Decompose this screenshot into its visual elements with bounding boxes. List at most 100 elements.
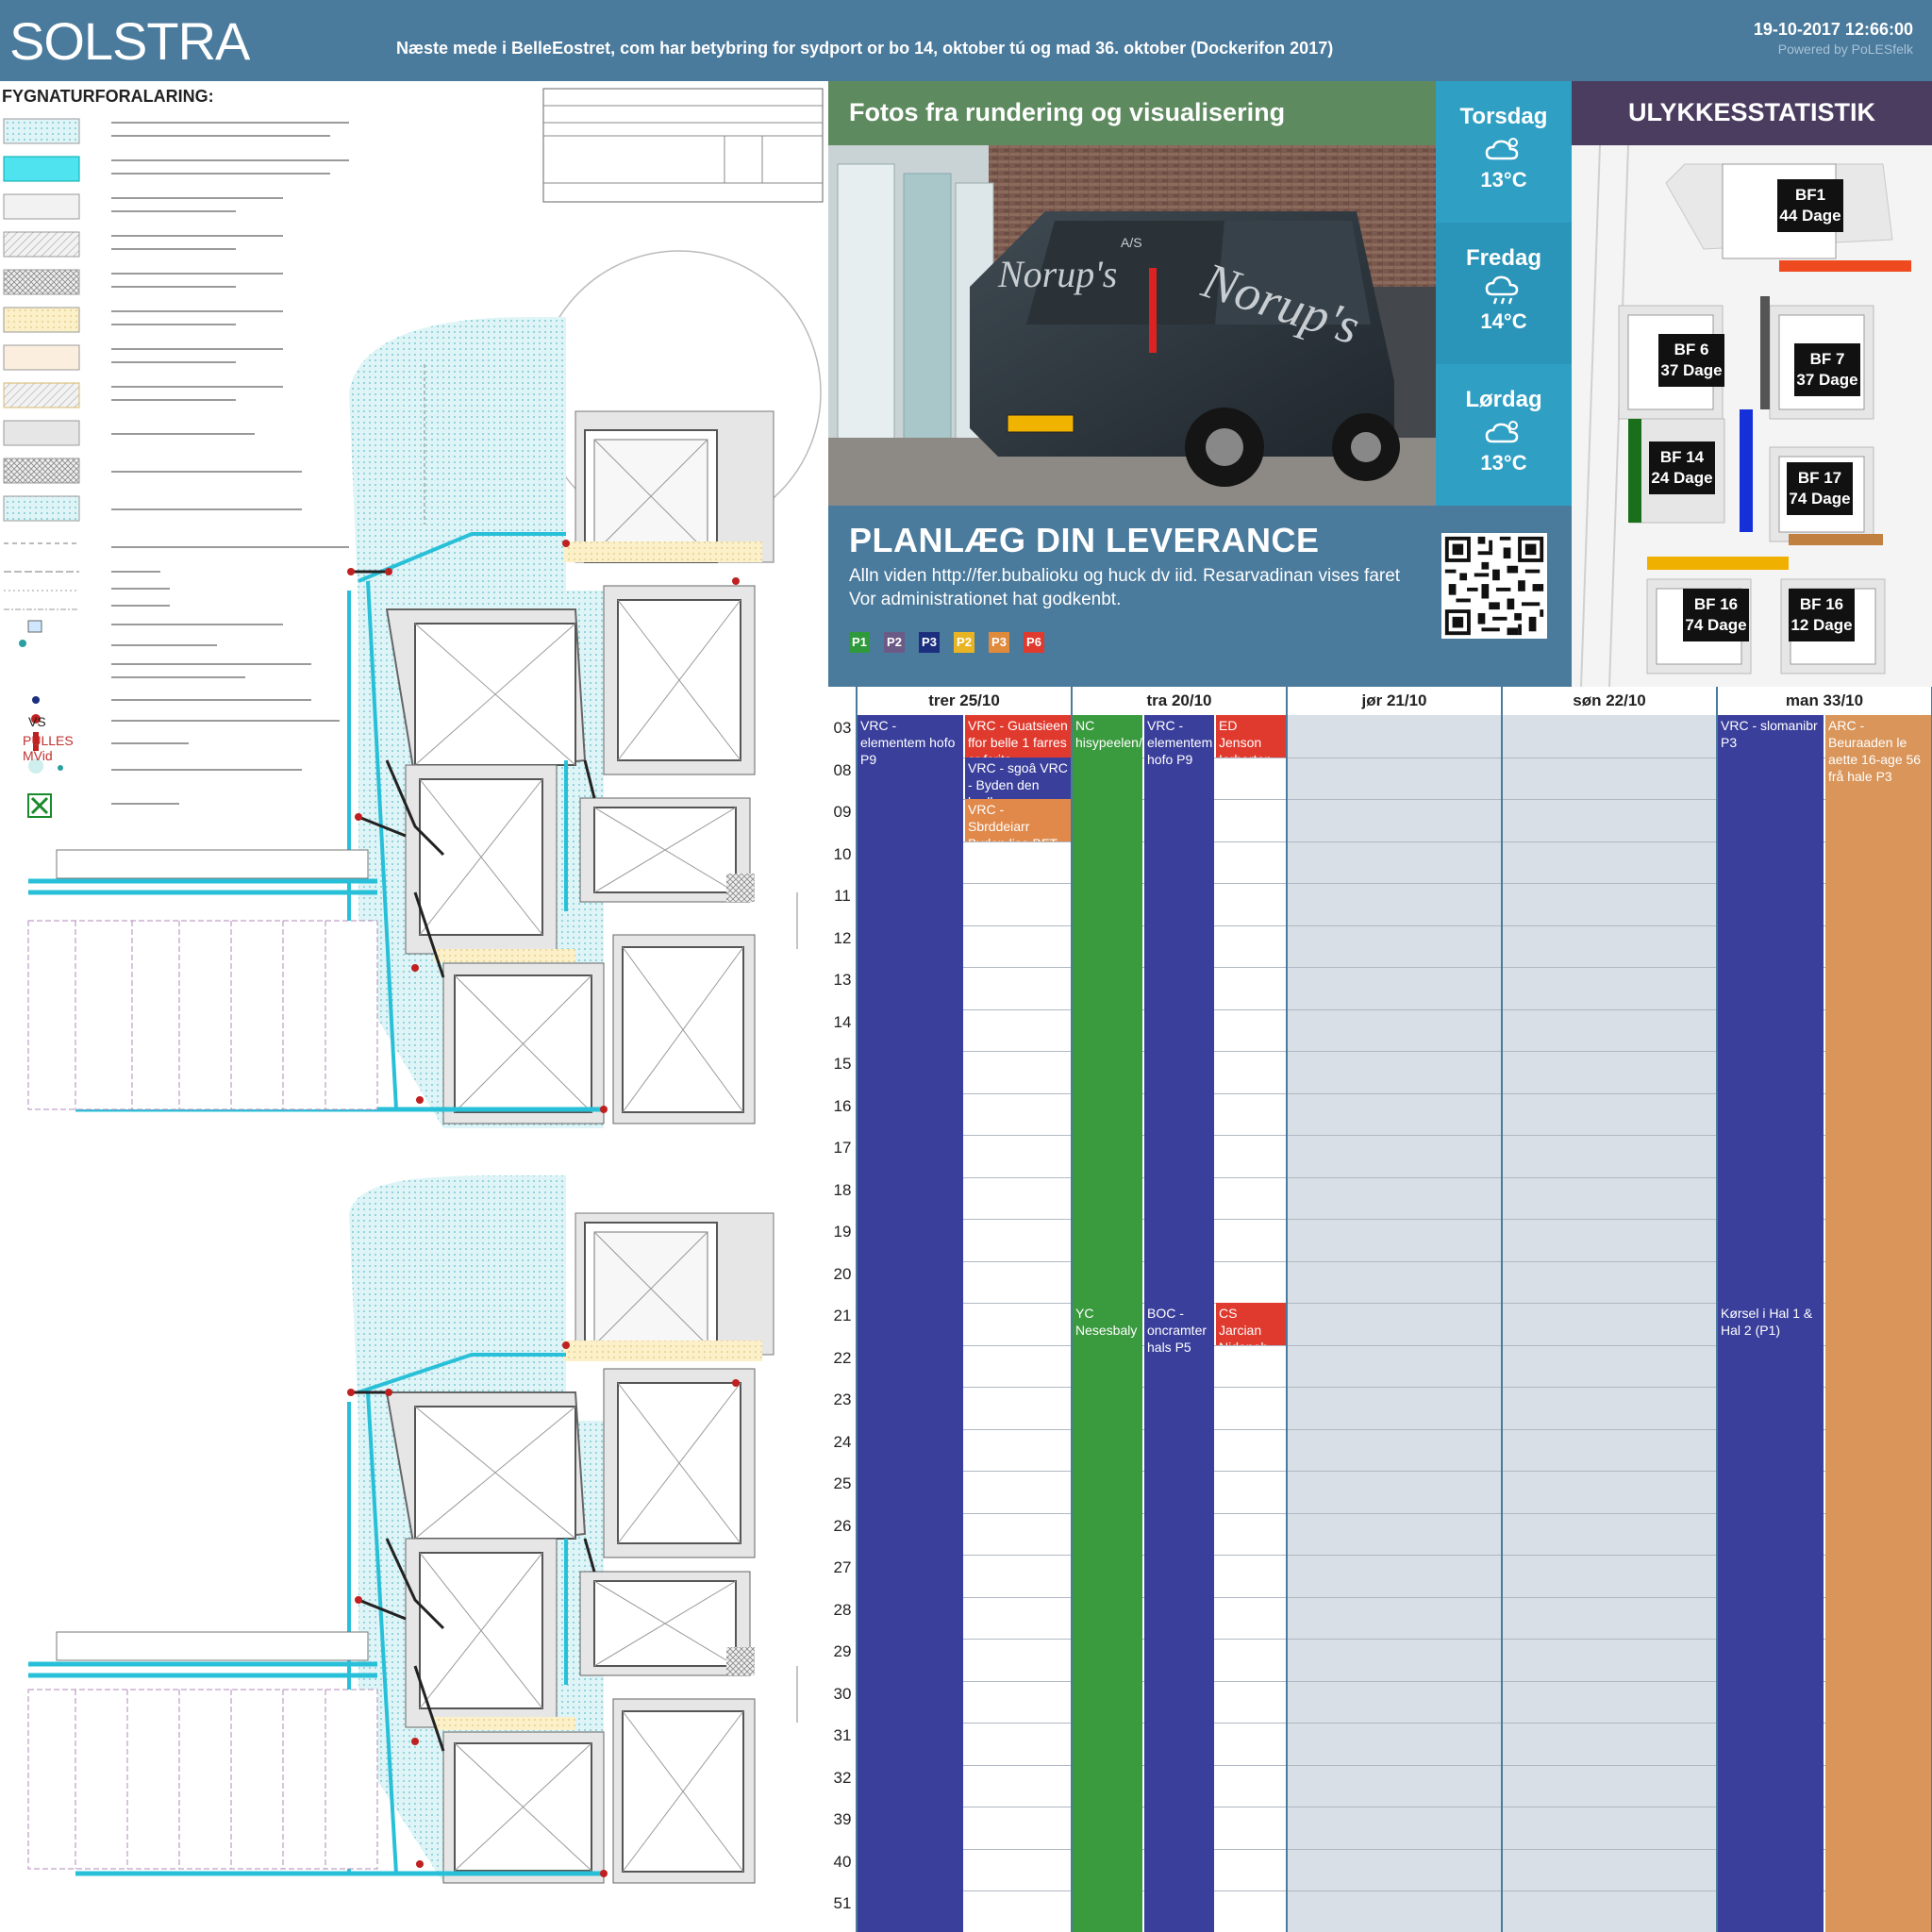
news-ticker: Næste mede i BelleEostret, com har betyb… [396,39,1334,58]
calendar-hour-label: 17 [833,1139,852,1157]
zone-chip: P3 [989,632,1009,653]
calendar-gridline [857,924,1932,926]
zone-chip: P2 [884,632,905,653]
calendar-event[interactable]: NC hisypeelen/ [1073,715,1142,1303]
calendar-day-header: tra 20/10 [1146,691,1212,709]
calendar-event[interactable]: ED Jenson Ierhorton [1216,715,1286,758]
zone-chip: P2 [954,632,974,653]
weather-day-name: Torsdag [1459,104,1548,129]
legend-label-vs: VS [28,714,46,729]
calendar-hour-label: 13 [833,971,852,989]
block-days: 37 Dage [1660,361,1723,379]
zone-chip: P6 [1024,632,1044,653]
calendar-gridline [857,1303,1932,1304]
qr-code[interactable] [1441,530,1547,641]
weather-day-1: Torsdag 13°C [1436,81,1572,223]
accident-stats-map: BF1 44 Dage BF 6 37 Dage BF 7 37 Dage BF… [1572,145,1932,687]
site-plan-upper [27,250,822,1128]
calendar-gridline [857,1723,1932,1724]
app-logo: SOLSTRA [9,11,250,71]
calendar-hour-label: 14 [833,1012,852,1031]
calendar-column-divider [1286,687,1288,1932]
calendar-hour-label: 11 [834,887,851,905]
weather-temp: 13°C [1480,451,1527,475]
calendar-event[interactable]: VRC - Guatsieen ffor belle 1 farres er f… [965,715,1071,758]
weather-temp: 14°C [1480,309,1527,333]
calendar-event[interactable]: VRC - Sbrddeiarr Byden lise BFT - BFT3 [965,799,1071,841]
calendar-hour-label: 19 [833,1223,852,1241]
calendar-hour-label: 20 [833,1264,852,1283]
accident-block-bf7: BF 7 37 Dage [1794,343,1860,396]
calendar-hour-label: 29 [833,1642,852,1660]
calendar-day-column[interactable] [1502,715,1717,1932]
calendar-event[interactable]: YC Nesesbaly [1073,1303,1142,1932]
accident-stats-site-map [1572,145,1932,687]
calendar-gridline [857,1219,1932,1220]
zone-chip: P1 [849,632,870,653]
calendar-hour-label: 23 [833,1391,852,1408]
calendar-day-header: jør 21/10 [1361,691,1427,709]
photo-panel-title: Fotos fra rundering og visualisering [828,81,1436,145]
calendar-hour-label: 51 [833,1894,852,1912]
accident-block-bf16-b: BF 16 12 Dage [1789,589,1855,641]
site-plan-drawing [3,88,824,1884]
calendar-gridline [857,1890,1932,1891]
calendar-hour-label: 26 [833,1516,852,1535]
calendar-hour-label: 18 [833,1180,852,1199]
van-brand-suffix: A/S [1121,235,1142,250]
calendar-gridline [857,967,1932,968]
calendar-gridline [857,1471,1932,1472]
calendar-event[interactable]: CS Jarcian Nidoneh [1216,1303,1286,1345]
calendar-event[interactable]: VRC - sgoâ VRC - Byden den budborren [965,757,1071,799]
calendar-day-column[interactable] [1287,715,1502,1932]
calendar-event[interactable]: VRC - slomanibr P3 [1718,715,1824,1303]
weather-day-2: Fredag 14°C [1436,223,1572,364]
van-brand-text: Norup's [997,253,1117,295]
calendar-gridline [857,1135,1932,1136]
calendar-day-header: man 33/10 [1785,691,1864,709]
calendar-column-divider [856,687,858,1932]
block-days: 44 Dage [1779,207,1841,225]
powered-by-label: Powered by PoLESfelk [1777,42,1913,57]
calendar-gridline [857,1260,1932,1262]
calendar-gridline [857,1344,1932,1346]
delivery-planning-card: PLANLÆG DIN LEVERANCE Alln viden http://… [828,506,1572,687]
calendar-gridline [857,1512,1932,1514]
calendar-gridline [857,841,1932,842]
calendar-hour-label: 25 [833,1474,852,1492]
site-plan-panel: FYGNATURFORALARING: VS PULLES MVid [0,81,828,1932]
calendar-hour-label: 24 [833,1432,852,1451]
calendar-gridline [857,1387,1932,1388]
legend-label-mvid: MVid [23,748,53,763]
block-days: 74 Dage [1789,490,1851,508]
calendar-hour-label: 08 [833,760,852,779]
calendar-hour-label: 09 [833,803,852,821]
calendar-gridline [857,799,1932,800]
weather-temp: 13°C [1480,168,1527,192]
calendar-hour-label: 39 [833,1810,852,1828]
block-name: BF1 [1794,186,1826,204]
calendar-column-divider [1716,687,1718,1932]
block-name: BF 14 [1659,448,1705,466]
calendar-hour-label: 40 [833,1852,852,1871]
calendar-hour-label: 15 [833,1055,852,1073]
calendar-gridline [857,1176,1932,1178]
site-plan-lower [27,1175,798,1884]
calendar-event[interactable]: VRC - elementem hofo P9 [1144,715,1214,1303]
calendar-event[interactable]: VRC - elementem hofo P9 [858,715,963,1932]
calendar-event[interactable]: Kørsel i Hal 1 & Hal 2 (P1) [1718,1303,1824,1932]
rain-cloud-icon [1485,275,1519,305]
calendar-gridline [857,1596,1932,1598]
datetime-display: 19-10-2017 12:66:00 [1753,20,1913,39]
weather-day-name: Lørdag [1465,387,1542,412]
block-name: BF 16 [1799,595,1844,613]
accident-block-bf6: BF 6 37 Dage [1658,334,1724,387]
block-days: 37 Dage [1796,371,1858,389]
calendar-event[interactable]: ARC -Beuraaden le aette 16-age 56 frå ha… [1825,715,1931,1932]
legend-label-pulles: PULLES [23,733,74,748]
weather-panel: Torsdag 13°C Fredag 14°C Lørdag 13°C [1436,81,1572,506]
calendar-event[interactable]: BOC - oncramter hals P5 [1144,1303,1214,1932]
accident-stats-title: ULYKKESSTATISTIK [1572,81,1932,145]
calendar-hour-label: 22 [833,1348,852,1367]
